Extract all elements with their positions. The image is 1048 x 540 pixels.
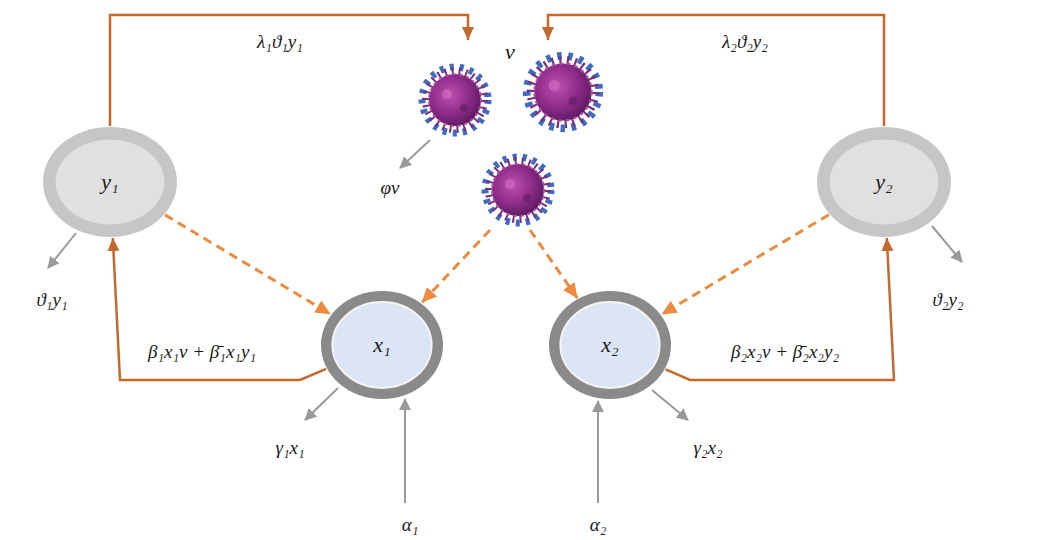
infection-arrow — [165, 215, 331, 314]
rate-label: β₁x₁v + β̄₁x₁y₁ — [148, 341, 256, 363]
infection-arrow — [422, 230, 490, 303]
transition-arrow — [548, 15, 884, 126]
cell-compartment: y₁ — [42, 126, 178, 238]
transition-arrow — [113, 238, 326, 380]
outflow-arrow — [48, 233, 76, 268]
transition-arrow — [110, 15, 468, 126]
infection-arrow — [662, 215, 829, 315]
cell-compartment: x₁ — [320, 290, 444, 400]
outflow-arrow — [400, 140, 430, 168]
rate-label: α₁ — [402, 514, 419, 536]
outflow-arrow — [932, 226, 962, 262]
rate-label: γ₂x₂ — [693, 437, 722, 459]
rate-label: φv — [381, 177, 400, 199]
compartment-label: x₁ — [373, 333, 390, 357]
rate-label: λ₁ϑ₁y₁ — [257, 31, 303, 53]
rate-label: λ₂ϑ₂y₂ — [722, 31, 768, 53]
inflow-arrow — [404, 399, 406, 503]
compartment-label: y₂ — [875, 170, 892, 194]
outflow-arrow — [305, 388, 338, 420]
rate-label: α₂ — [590, 514, 607, 536]
rate-label: ϑ₁y₁ — [37, 289, 68, 311]
rate-label: ϑ₂y₂ — [933, 289, 964, 311]
cell-compartment: x₂ — [548, 290, 672, 400]
virus-cluster: v — [410, 40, 610, 230]
compartment-label: x₂ — [601, 333, 618, 357]
compartment-label: y₁ — [101, 170, 118, 194]
inflow-arrow — [597, 401, 599, 503]
rate-label: γ₁x₁ — [275, 437, 304, 459]
infection-arrow — [530, 230, 577, 298]
outflow-arrow — [652, 390, 688, 420]
transition-arrow — [666, 238, 894, 380]
virus-label: v — [505, 40, 515, 64]
cell-compartment: y₂ — [816, 126, 952, 238]
rate-label: β₂x₂v + β̄₂x₂y₂ — [731, 341, 839, 363]
